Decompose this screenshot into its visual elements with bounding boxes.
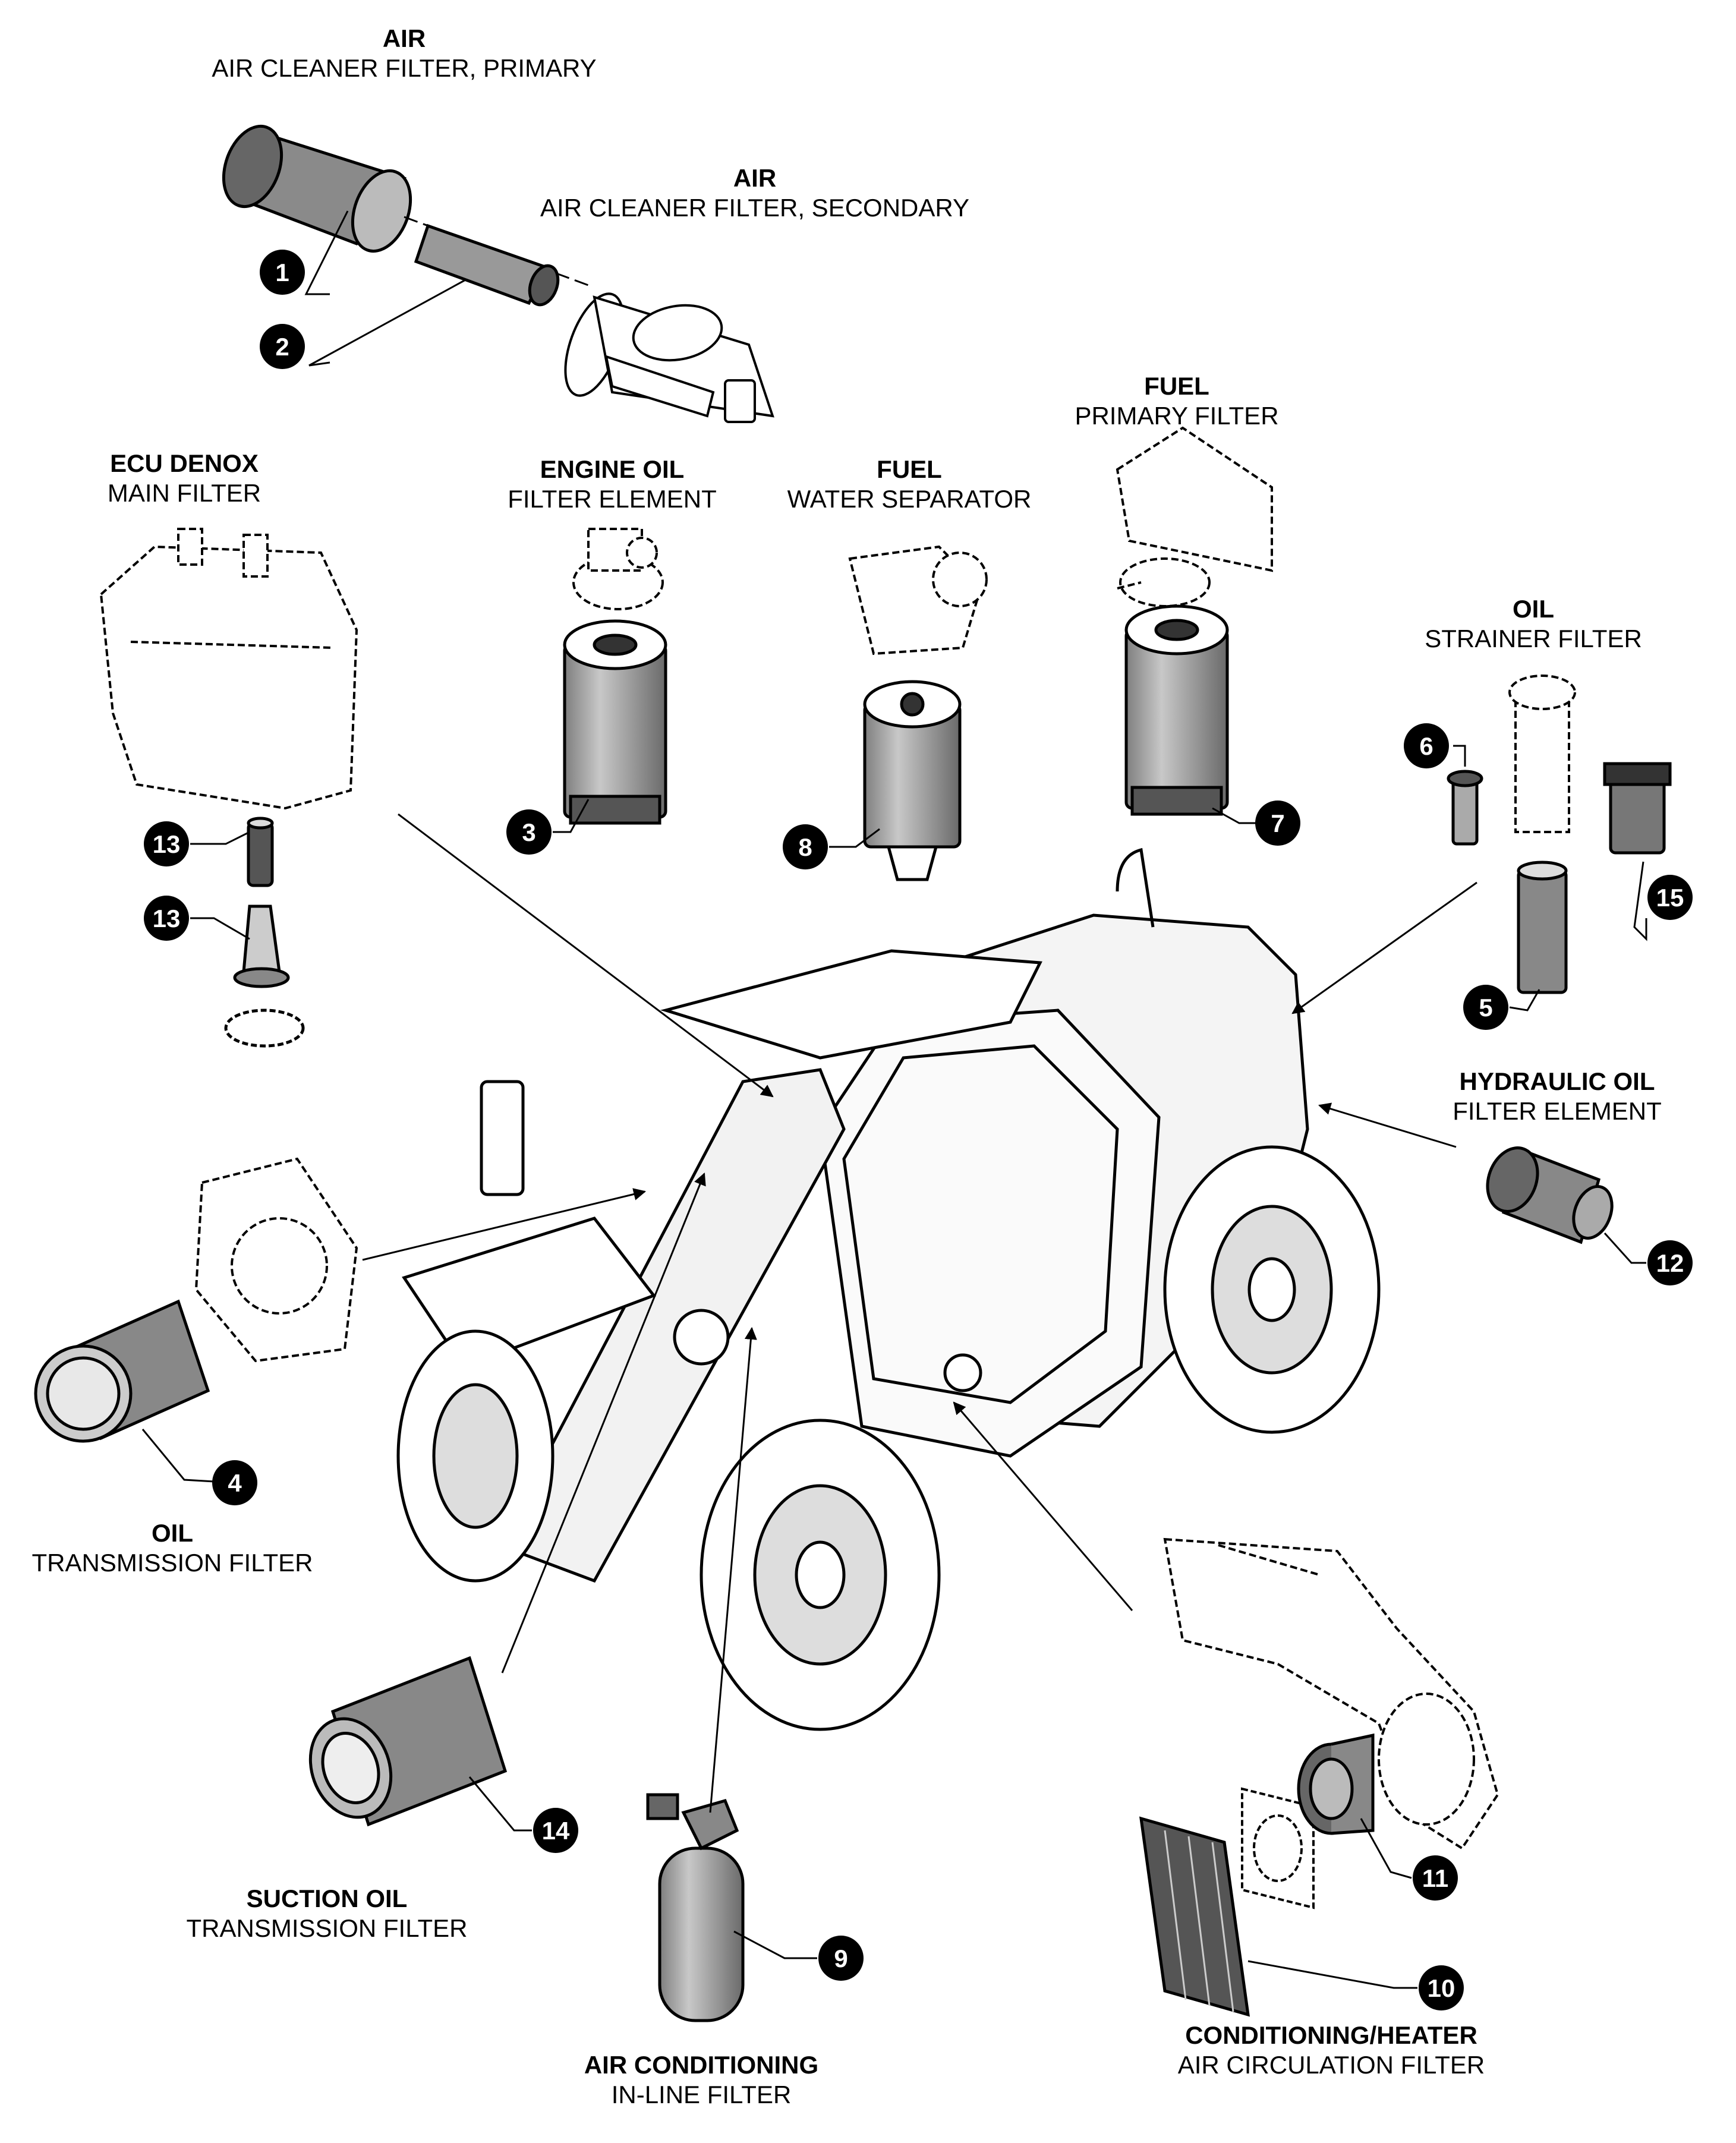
label-oil-strainer-subtitle: STRAINER FILTER [1425, 625, 1642, 653]
callout-4: 4 [212, 1460, 257, 1505]
pointer-arrows [362, 813, 1477, 1813]
label-suction-oil-title: SUCTION OIL [246, 1884, 408, 1912]
callout-11-label: 11 [1422, 1864, 1448, 1892]
fuel-water-separator-head [848, 545, 988, 655]
ecu-denox-filter-cone [224, 905, 305, 1048]
oil-strainer-cartridge [1603, 762, 1672, 855]
label-hydraulic-oil-subtitle: FILTER ELEMENT [1453, 1097, 1662, 1126]
oil-strainer-filter-element [1517, 861, 1568, 994]
callout-9: 9 [818, 1936, 864, 1981]
label-conditioning-heater-subtitle: AIR CIRCULATION FILTER [1177, 2051, 1485, 2079]
label-fuel-water-title: FUEL [877, 455, 942, 483]
label-oil-strainer: OIL STRAINER FILTER [1385, 594, 1682, 654]
ac-inline-filter-element [646, 1793, 745, 2022]
leader-lines [141, 210, 1647, 1989]
label-ecu-denox-title: ECU DENOX [110, 449, 259, 477]
hydraulic-oil-filter-element [1486, 1146, 1614, 1244]
label-oil-transmission: OIL TRANSMISSION FILTER [12, 1518, 333, 1578]
callout-8: 8 [783, 824, 828, 869]
hvac-housing [1163, 1537, 1499, 1850]
label-air-primary: AIR AIR CLEANER FILTER, PRIMARY [196, 24, 612, 84]
label-oil-transmission-subtitle: TRANSMISSION FILTER [31, 1549, 313, 1577]
label-air-conditioning-subtitle: IN-LINE FILTER [611, 2081, 792, 2109]
callout-5: 5 [1463, 985, 1508, 1030]
label-hydraulic-oil: HYDRAULIC OIL FILTER ELEMENT [1426, 1067, 1688, 1127]
callout-10-label: 10 [1428, 1974, 1455, 2002]
fuel-water-separator-element [863, 680, 962, 881]
hvac-gasket [1241, 1787, 1315, 1909]
callout-7: 7 [1255, 801, 1300, 846]
label-air-primary-title: AIR [382, 24, 426, 52]
callout-8-label: 8 [798, 833, 812, 861]
callout-14: 14 [533, 1808, 578, 1853]
callout-badges: 1 2 3 4 5 6 7 8 9 10 11 12 13 13 14 15 [144, 250, 1693, 2010]
label-fuel-water: FUEL WATER SEPARATOR [773, 455, 1046, 515]
label-ecu-denox-subtitle: MAIN FILTER [107, 479, 261, 508]
callout-10: 10 [1419, 1965, 1464, 2010]
label-oil-transmission-title: OIL [152, 1519, 193, 1547]
suction-oil-filter-element [308, 1656, 508, 1827]
hvac-air-circulation-filter-panel [1139, 1816, 1250, 2017]
ecu-denox-module [99, 528, 358, 810]
label-suction-oil-subtitle: TRANSMISSION FILTER [186, 1914, 468, 1943]
label-oil-strainer-title: OIL [1513, 595, 1554, 623]
callout-3: 3 [506, 809, 552, 855]
hvac-air-filter-round [1297, 1733, 1375, 1835]
telehandler-machine [396, 847, 1381, 1731]
callout-14-label: 14 [542, 1817, 570, 1845]
callout-12-label: 12 [1656, 1249, 1684, 1277]
label-fuel-primary: FUEL PRIMARY FILTER [1052, 371, 1302, 431]
oil-strainer-small-part [1447, 770, 1483, 846]
label-engine-oil-subtitle: FILTER ELEMENT [508, 485, 717, 513]
oil-transmission-filter-element [34, 1299, 210, 1443]
label-conditioning-heater: CONDITIONING/HEATER AIR CIRCULATION FILT… [1117, 2021, 1545, 2081]
label-air-secondary-title: AIR [733, 164, 777, 192]
label-air-conditioning: AIR CONDITIONING IN-LINE FILTER [535, 2050, 868, 2110]
callout-6: 6 [1404, 723, 1449, 768]
air-cleaner-housing [564, 292, 774, 423]
callout-11: 11 [1413, 1855, 1458, 1901]
label-fuel-primary-subtitle: PRIMARY FILTER [1075, 402, 1279, 430]
label-air-conditioning-title: AIR CONDITIONING [584, 2051, 819, 2079]
label-engine-oil-title: ENGINE OIL [540, 455, 685, 483]
callout-5-label: 5 [1479, 994, 1492, 1022]
callout-1-label: 1 [275, 259, 289, 286]
label-air-secondary: AIR AIR CLEANER FILTER, SECONDARY [517, 163, 993, 223]
oil-strainer-housing [1508, 675, 1576, 833]
label-fuel-water-subtitle: WATER SEPARATOR [787, 485, 1032, 513]
callout-13b-label: 13 [153, 905, 181, 932]
callout-2-label: 2 [275, 333, 289, 361]
fuel-primary-filter-head [1116, 426, 1273, 607]
callout-12: 12 [1647, 1240, 1693, 1285]
air-cleaner-filter-secondary [414, 223, 560, 307]
label-air-primary-subtitle: AIR CLEANER FILTER, PRIMARY [212, 54, 597, 83]
label-hydraulic-oil-title: HYDRAULIC OIL [1459, 1067, 1655, 1095]
callout-15: 15 [1647, 875, 1693, 920]
label-suction-oil: SUCTION OIL TRANSMISSION FILTER [160, 1884, 493, 1944]
callout-9-label: 9 [834, 1945, 847, 1972]
air-cleaner-filter-primary [222, 124, 412, 253]
callout-3-label: 3 [522, 818, 535, 846]
label-conditioning-heater-title: CONDITIONING/HEATER [1185, 2021, 1477, 2049]
callout-13b: 13 [144, 896, 189, 941]
callout-7-label: 7 [1271, 809, 1284, 837]
callout-4-label: 4 [228, 1469, 242, 1497]
ecu-denox-filter-small [247, 817, 274, 887]
callout-15-label: 15 [1656, 884, 1684, 912]
engine-oil-filter-element [563, 619, 667, 825]
label-ecu-denox: ECU DENOX MAIN FILTER [71, 449, 297, 509]
callout-6-label: 6 [1419, 732, 1433, 760]
callout-2: 2 [260, 324, 305, 369]
fuel-primary-filter-element [1124, 604, 1229, 816]
label-fuel-primary-title: FUEL [1144, 372, 1209, 400]
transmission-housing [194, 1157, 358, 1363]
label-engine-oil: ENGINE OIL FILTER ELEMENT [493, 455, 731, 515]
callout-1: 1 [260, 250, 305, 295]
callout-13a-label: 13 [153, 830, 181, 858]
callout-13a: 13 [144, 821, 189, 866]
label-air-secondary-subtitle: AIR CLEANER FILTER, SECONDARY [540, 194, 969, 222]
engine-oil-filter-head [572, 528, 664, 610]
